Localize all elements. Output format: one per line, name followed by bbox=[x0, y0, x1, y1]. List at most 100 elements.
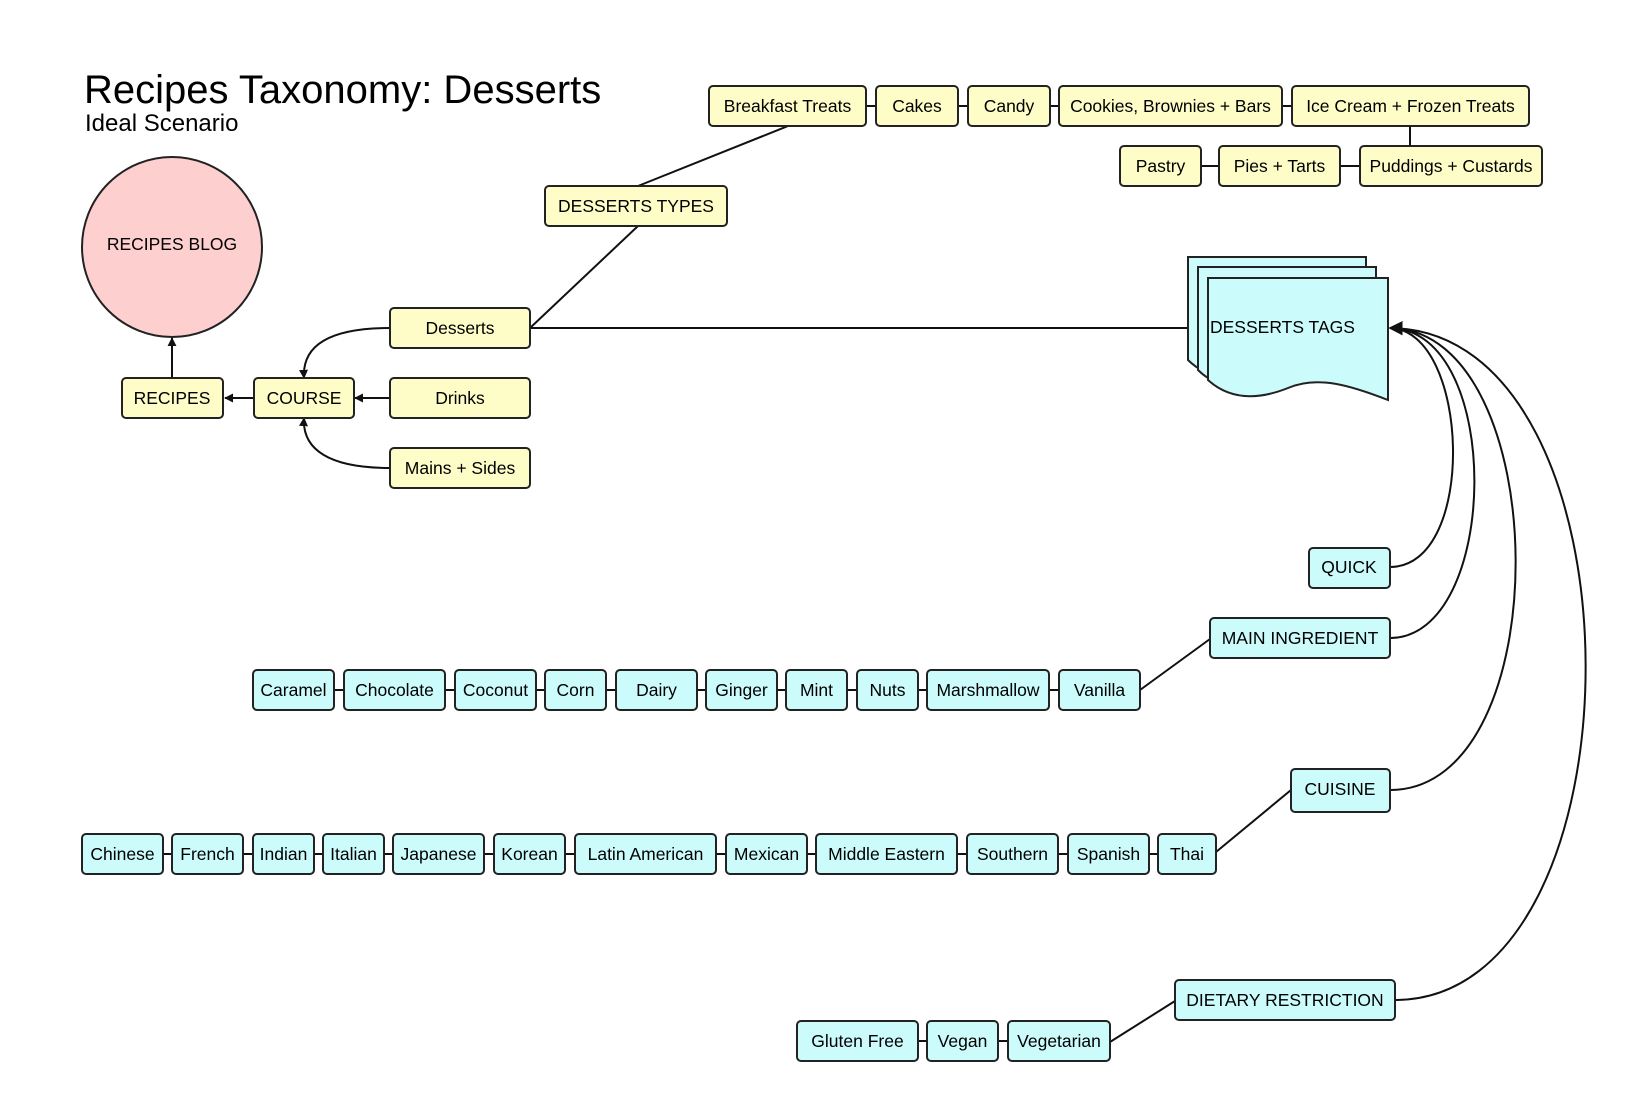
cuisine-spanish: Spanish bbox=[1067, 833, 1150, 875]
cuisine-label: Middle Eastern bbox=[828, 844, 945, 864]
type-label: Puddings + Custards bbox=[1370, 156, 1533, 176]
cuisine-label: Spanish bbox=[1077, 844, 1140, 864]
cuisine-label: Italian bbox=[330, 844, 377, 864]
type-label: Cakes bbox=[892, 96, 942, 116]
edges bbox=[167, 125, 1587, 1043]
edge-main-ingredient-vanilla bbox=[1139, 638, 1211, 691]
ingredient-label: Corn bbox=[557, 680, 595, 700]
edge-main-ingredient-tags bbox=[1388, 321, 1476, 639]
recipes-node: RECIPES bbox=[121, 377, 224, 419]
type-cakes: Cakes bbox=[875, 85, 959, 127]
drinks-node: Drinks bbox=[389, 377, 531, 419]
dietary-restriction-node: DIETARY RESTRICTION bbox=[1174, 979, 1396, 1021]
cuisine-label: CUISINE bbox=[1305, 779, 1376, 799]
mains-sides-node: Mains + Sides bbox=[389, 447, 531, 489]
type-pastry: Pastry bbox=[1119, 145, 1202, 187]
mains-sides-label: Mains + Sides bbox=[405, 458, 516, 478]
type-label: Pies + Tarts bbox=[1234, 156, 1326, 176]
diet-label: Gluten Free bbox=[811, 1031, 903, 1051]
dietary-restriction-label: DIETARY RESTRICTION bbox=[1186, 990, 1383, 1010]
diet-label: Vegan bbox=[938, 1031, 988, 1051]
ingredient-label: Caramel bbox=[260, 680, 326, 700]
cuisine-label: French bbox=[180, 844, 234, 864]
type-label: Ice Cream + Frozen Treats bbox=[1306, 96, 1515, 116]
type-puddings-custards: Puddings + Custards bbox=[1359, 145, 1543, 187]
cuisine-french: French bbox=[171, 833, 244, 875]
course-node: COURSE bbox=[253, 377, 355, 419]
recipes-blog-node: RECIPES BLOG bbox=[81, 156, 263, 338]
cuisine-list: Chinese French Indian Italian Japanese Korean… bbox=[81, 833, 1217, 875]
cuisine-mexican: Mexican bbox=[725, 833, 808, 875]
recipes-blog-circle bbox=[81, 156, 263, 338]
type-label: Cookies, Brownies + Bars bbox=[1070, 96, 1271, 116]
cuisine-italian: Italian bbox=[322, 833, 385, 875]
dietary-list: Gluten Free Vegan Vegetarian bbox=[796, 1020, 1111, 1062]
ingredient-corn: Corn bbox=[544, 669, 607, 711]
cuisine-middle-eastern: Middle Eastern bbox=[815, 833, 958, 875]
recipes-blog-label: RECIPES BLOG bbox=[107, 234, 237, 254]
cuisine-label: Japanese bbox=[401, 844, 477, 864]
edge-dietary-tags bbox=[1388, 321, 1587, 1001]
cuisine-label: Latin American bbox=[588, 844, 704, 864]
quick-node: QUICK bbox=[1308, 547, 1391, 589]
cuisine-node: CUISINE bbox=[1290, 768, 1391, 813]
cuisine-label: Mexican bbox=[734, 844, 799, 864]
ingredient-dairy: Dairy bbox=[615, 669, 698, 711]
cuisine-japanese: Japanese bbox=[392, 833, 485, 875]
ingredient-label: Nuts bbox=[870, 680, 906, 700]
diet-gluten-free: Gluten Free bbox=[796, 1020, 919, 1062]
cuisine-label: Chinese bbox=[90, 844, 154, 864]
ingredient-ginger: Ginger bbox=[705, 669, 778, 711]
cuisine-latin-american: Latin American bbox=[574, 833, 717, 875]
recipes-label: RECIPES bbox=[134, 388, 211, 408]
cuisine-chinese: Chinese bbox=[81, 833, 164, 875]
type-label: Breakfast Treats bbox=[724, 96, 852, 116]
ingredient-coconut: Coconut bbox=[454, 669, 537, 711]
edge-desserts-course bbox=[299, 327, 391, 379]
main-ingredient-list: Caramel Chocolate Coconut Corn Dairy Ginger Mi… bbox=[252, 669, 1141, 711]
edge-dietary-vegetarian bbox=[1109, 1000, 1176, 1043]
main-ingredient-node: MAIN INGREDIENT bbox=[1209, 617, 1391, 659]
edge-quick-tags bbox=[1388, 321, 1454, 568]
edge-mains-course bbox=[299, 417, 391, 469]
ingredient-nuts: Nuts bbox=[856, 669, 919, 711]
ingredient-label: Mint bbox=[800, 680, 833, 700]
desserts-tags-label: DESSERTS TAGS bbox=[1210, 317, 1355, 337]
cuisine-indian: Indian bbox=[252, 833, 315, 875]
diet-label: Vegetarian bbox=[1017, 1031, 1101, 1051]
edge-types-breakfast bbox=[637, 125, 789, 187]
ingredient-marshmallow: Marshmallow bbox=[926, 669, 1050, 711]
type-candy: Candy bbox=[967, 85, 1051, 127]
cuisine-label: Southern bbox=[977, 844, 1048, 864]
type-cookies-brownies-bars: Cookies, Brownies + Bars bbox=[1058, 85, 1283, 127]
drinks-label: Drinks bbox=[435, 388, 485, 408]
ingredient-label: Coconut bbox=[463, 680, 528, 700]
ingredient-label: Chocolate bbox=[355, 680, 434, 700]
diagram-title: Recipes Taxonomy: Desserts bbox=[84, 68, 601, 112]
quick-label: QUICK bbox=[1321, 557, 1377, 577]
cuisine-southern: Southern bbox=[966, 833, 1059, 875]
ingredient-label: Ginger bbox=[715, 680, 768, 700]
cuisine-korean: Korean bbox=[493, 833, 566, 875]
ingredient-label: Dairy bbox=[636, 680, 677, 700]
ingredient-label: Marshmallow bbox=[936, 680, 1039, 700]
diagram-subtitle: Ideal Scenario bbox=[85, 110, 238, 137]
type-label: Pastry bbox=[1136, 156, 1186, 176]
type-pies-tarts: Pies + Tarts bbox=[1218, 145, 1341, 187]
diet-vegan: Vegan bbox=[926, 1020, 999, 1062]
main-ingredient-label: MAIN INGREDIENT bbox=[1222, 628, 1379, 648]
diet-vegetarian: Vegetarian bbox=[1007, 1020, 1111, 1062]
desserts-types-label: DESSERTS TYPES bbox=[558, 196, 714, 216]
edge-desserts-types bbox=[529, 225, 639, 329]
type-label: Candy bbox=[984, 96, 1035, 116]
edge-cuisine-tags bbox=[1388, 321, 1517, 791]
ingredient-chocolate: Chocolate bbox=[343, 669, 446, 711]
desserts-tags-node: DESSERTS TAGS bbox=[1187, 256, 1389, 402]
dessert-types-list: Breakfast Treats Cakes Candy Cookies, Brown… bbox=[708, 85, 1543, 187]
course-label: COURSE bbox=[267, 388, 342, 408]
desserts-label: Desserts bbox=[425, 318, 494, 338]
desserts-node: Desserts bbox=[389, 307, 531, 349]
cuisine-label: Indian bbox=[260, 844, 308, 864]
type-ice-cream-frozen-treats: Ice Cream + Frozen Treats bbox=[1291, 85, 1530, 127]
